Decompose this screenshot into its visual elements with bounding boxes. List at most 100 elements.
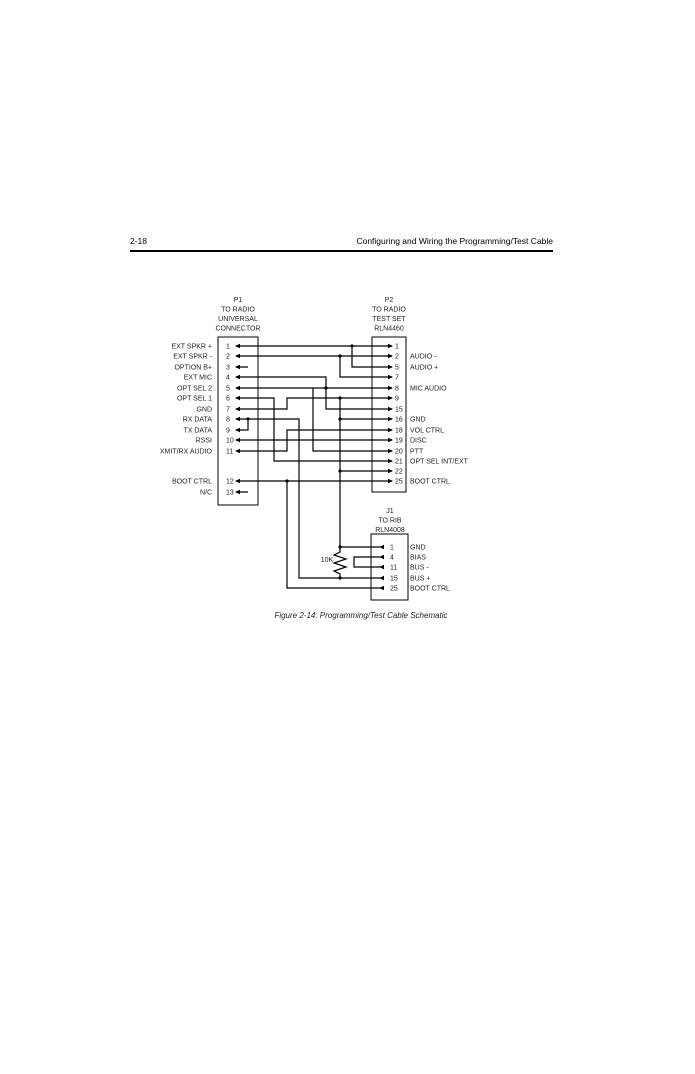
j1-pin-number: 15 [390, 576, 398, 583]
j1-pin-label: GND [410, 545, 426, 552]
p1-pin-number: 7 [226, 407, 230, 414]
arrowhead-icon [388, 458, 393, 464]
connector-title-line: TO RADIO [221, 307, 255, 314]
p1-pin-label: XMIT/RX AUDIO [160, 449, 213, 456]
p1-pin-number: 8 [226, 417, 230, 424]
p1-pin-label: RSSI [196, 438, 212, 445]
arrowhead-icon [235, 374, 240, 380]
arrowhead-icon [379, 585, 384, 591]
p1-pin-label: EXT SPKR + [171, 344, 212, 351]
p2-pin-label: PTT [410, 449, 424, 456]
p1-pin-label: GND [196, 407, 212, 414]
j1-pin-label: BUS - [410, 565, 429, 572]
arrowhead-icon [388, 364, 393, 370]
p2-pin-number: 25 [395, 479, 403, 486]
p2-pin-label: GND [410, 417, 426, 424]
p2-pin-label: DISC [410, 438, 427, 445]
p2-pin-number: 7 [395, 375, 399, 382]
connector-title-line: CONNECTOR [216, 326, 261, 333]
p1-connector-box [217, 336, 259, 506]
arrowhead-icon [235, 416, 240, 422]
arrowhead-icon [235, 395, 240, 401]
p1-pin-label: EXT SPKR - [173, 354, 212, 361]
p2-pin-number: 5 [395, 365, 399, 372]
p2-pin-number: 18 [395, 428, 403, 435]
p2-pin-number: 16 [395, 417, 403, 424]
connector-title-line: TO RIB [378, 518, 402, 525]
p1-pin-number: 11 [226, 449, 233, 456]
p1-pin-label: BOOT CTRL [172, 479, 212, 486]
p2-pin-label: AUDIO - [410, 354, 437, 361]
arrowhead-icon [235, 427, 240, 433]
arrowhead-icon [388, 416, 393, 422]
junctions [246, 344, 354, 580]
p1-pin-number: 6 [226, 396, 230, 403]
arrowhead-icon [388, 343, 393, 349]
p2-pin-number: 15 [395, 407, 403, 414]
p1-pin-label: N/C [200, 490, 212, 497]
p1-pin-number: 3 [226, 365, 230, 372]
p1-pin-number: 2 [226, 354, 230, 361]
arrowhead-icon [388, 427, 393, 433]
arrowhead-icon [388, 353, 393, 359]
connector-title-line: UNIVERSAL [218, 316, 258, 323]
arrowhead-icon [235, 437, 240, 443]
arrowhead-icon [379, 564, 384, 570]
arrowhead-icon [388, 385, 393, 391]
p1-pin-label: OPTION B+ [174, 365, 212, 372]
resistor-label: 10K [321, 557, 334, 564]
p2-pin-number: 22 [395, 469, 403, 476]
p2-pin-number: 21 [395, 459, 403, 466]
p2-pin-label: BOOT CTRL [410, 479, 450, 486]
p1-pin-number: 5 [226, 386, 230, 393]
p2-connector-box [371, 336, 407, 493]
connector-title-line: P1 [234, 297, 243, 304]
arrowhead-icon [235, 448, 240, 454]
page-number: 2-18 [130, 236, 148, 246]
arrowhead-icon [388, 406, 393, 412]
arrowhead-icon [379, 554, 384, 560]
p1-pin-number: 1 [226, 344, 230, 351]
p1-pin-number: 10 [226, 438, 234, 445]
connector-title-line: P2 [385, 297, 394, 304]
arrowhead-icon [235, 489, 240, 495]
arrowhead-icon [379, 544, 384, 550]
p2-pin-label: AUDIO + [410, 365, 438, 372]
arrowhead-icon [235, 385, 240, 391]
j1-pin-number: 1 [390, 545, 394, 552]
j1-pin-number: 4 [390, 555, 394, 562]
p2-pin-number: 1 [395, 344, 399, 351]
arrowhead-icon [388, 468, 393, 474]
p1-pin-label: EXT MIC [184, 375, 212, 382]
p2-pin-number: 19 [395, 438, 403, 445]
p1-pin-number: 4 [226, 375, 230, 382]
p1-pin-label: OPT SEL 1 [177, 396, 212, 403]
connector-title-line: J1 [386, 508, 394, 515]
p2-pin-label: MIC AUDIO [410, 386, 447, 393]
arrowhead-icon [235, 343, 240, 349]
p1-pin-label: RX DATA [183, 417, 213, 424]
arrowhead-icon [388, 374, 393, 380]
p2-pin-label: VOL CTRL [410, 428, 444, 435]
arrowhead-icon [388, 478, 393, 484]
p1-pin-label: TX DATA [183, 428, 212, 435]
p1-pin-number: 13 [226, 490, 234, 497]
j1-pin-label: BIAS [410, 555, 426, 562]
j1-pin-number: 25 [390, 586, 398, 593]
wires [236, 345, 392, 589]
header-rule [130, 250, 553, 252]
arrowhead-icon [388, 395, 393, 401]
p1-pin-label: OPT SEL 2 [177, 386, 212, 393]
connector-title-line: TO RADIO [372, 307, 406, 314]
p2-pin-number: 9 [395, 396, 399, 403]
j1-pin-label: BUS + [410, 576, 430, 583]
arrowhead-icon [235, 478, 240, 484]
connector-title-line: RLN4460 [374, 326, 404, 333]
p2-pin-number: 2 [395, 354, 399, 361]
arrowhead-icon [388, 437, 393, 443]
j1-connector-box [370, 533, 409, 601]
p2-pin-number: 8 [395, 386, 399, 393]
j1-pin-number: 11 [390, 565, 397, 572]
arrowhead-icon [235, 353, 240, 359]
